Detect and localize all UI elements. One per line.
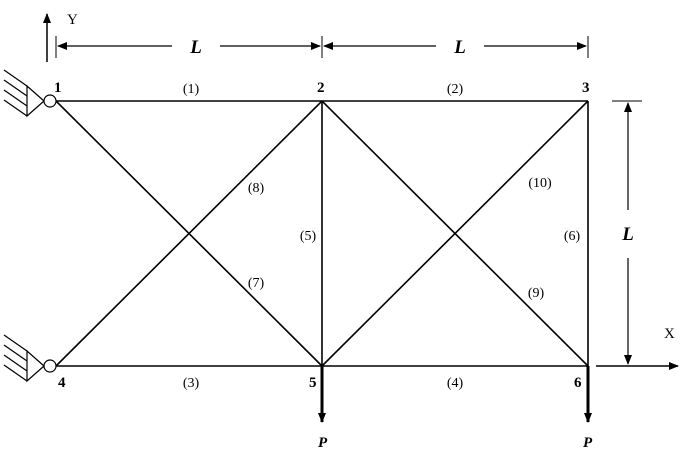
node-label-5: 5 <box>309 375 317 391</box>
member-label-2: (2) <box>447 82 464 97</box>
member-label-8: (8) <box>248 181 265 196</box>
dimension-top-left: L <box>55 36 323 58</box>
pin-support-node-1 <box>3 69 57 118</box>
member-label-7: (7) <box>248 276 265 291</box>
node-label-6: 6 <box>574 375 582 391</box>
member-10 <box>321 100 589 367</box>
dimension-top-right: L <box>323 36 589 58</box>
member-labels: (1) (2) (3) (4) (5) (6) (7) (8) (9) (10) <box>183 82 581 391</box>
member-8 <box>55 100 323 367</box>
load-node-5: P <box>318 366 328 451</box>
load-node-6: P <box>583 366 593 451</box>
y-axis-label: Y <box>67 12 78 28</box>
member-label-4: (4) <box>447 376 464 391</box>
member-label-6: (6) <box>564 229 581 244</box>
member-label-9: (9) <box>528 286 545 301</box>
pin-support-node-4 <box>3 334 57 383</box>
dimension-label-vertical: L <box>621 224 634 245</box>
load-label-node-6: P <box>583 435 593 451</box>
load-label-node-5: P <box>318 435 328 451</box>
member-label-5: (5) <box>300 229 317 244</box>
node-labels: 1 2 3 4 5 6 <box>54 80 590 391</box>
member-label-1: (1) <box>183 82 200 97</box>
x-axis: X <box>596 326 679 370</box>
truss-members <box>55 100 589 367</box>
y-axis: Y <box>43 12 78 62</box>
node-label-2: 2 <box>317 80 325 96</box>
dimension-label-right: L <box>453 37 466 58</box>
member-label-3: (3) <box>183 376 200 391</box>
node-label-4: 4 <box>58 375 66 391</box>
x-axis-label: X <box>664 326 675 342</box>
node-label-1: 1 <box>54 80 62 96</box>
member-label-10: (10) <box>528 176 552 191</box>
node-label-3: 3 <box>582 80 590 96</box>
dimension-vertical: L <box>612 100 642 367</box>
dimension-label-left: L <box>189 37 202 58</box>
